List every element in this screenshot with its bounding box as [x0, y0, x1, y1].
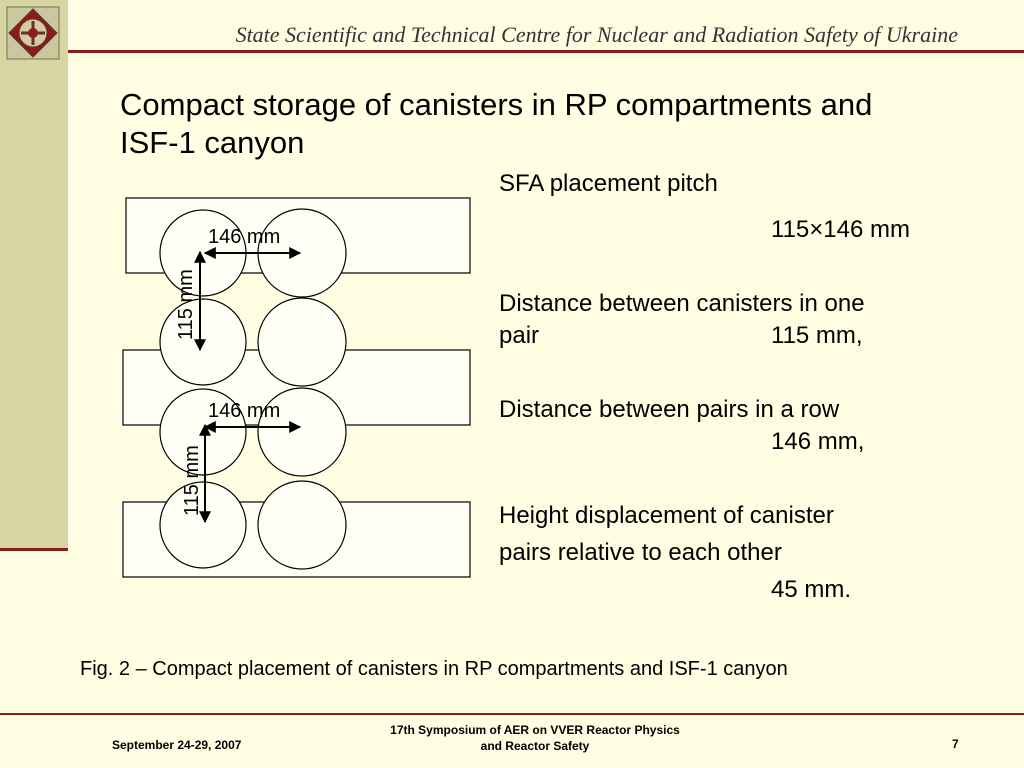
canister [159, 481, 247, 569]
slide-title-line-1: Compact storage of canisters in RP compa… [120, 87, 873, 122]
footer-event: 17th Symposium of AER on VVER Reactor Ph… [330, 722, 740, 754]
canister [257, 480, 347, 570]
pair-distance-label-cont: pair [499, 322, 540, 349]
organization-title: State Scientific and Technical Centre fo… [235, 22, 958, 47]
height-displacement-label: Height displacement of canister [499, 502, 834, 529]
figure-caption: Fig. 2 – Compact placement of canisters … [80, 658, 788, 680]
pair-distance-label: Distance between canisters in one [499, 290, 865, 317]
row-distance-label: Distance between pairs in a row [499, 396, 840, 423]
horizontal-dimension-label: 146 mm [208, 226, 280, 248]
page-number: 7 [952, 737, 959, 751]
footer-event-line-2: and Reactor Safety [480, 739, 590, 753]
sidebar-band [0, 0, 68, 551]
pitch-label: SFA placement pitch [499, 170, 718, 197]
height-displacement-label-cont: pairs relative to each other [499, 539, 782, 566]
slide-title: Compact storage of canisters in RP compa… [120, 86, 980, 162]
vertical-dimension-label: 115 mm [175, 269, 197, 340]
row-distance-value: 146 mm, [771, 428, 865, 455]
horizontal-dimension-label: 146 mm [208, 400, 280, 422]
pitch-info-block: SFA placement pitch 115×146 mm Distance … [499, 168, 999, 606]
pitch-value: 115×146 mm [771, 216, 910, 243]
pair-distance-value: 115 mm, [771, 322, 863, 349]
header-divider [68, 50, 1024, 53]
height-displacement-value: 45 mm. [771, 576, 852, 603]
canister [257, 297, 347, 387]
slide-title-line-2: ISF-1 canyon [120, 125, 305, 160]
footer-event-line-1: 17th Symposium of AER on VVER Reactor Ph… [390, 723, 680, 737]
canister [159, 298, 247, 386]
footer-divider [0, 713, 1024, 715]
emblem-logo-icon [6, 6, 60, 60]
footer-date: September 24-29, 2007 [112, 738, 242, 752]
vertical-dimension-label: 115 mm [181, 445, 203, 516]
